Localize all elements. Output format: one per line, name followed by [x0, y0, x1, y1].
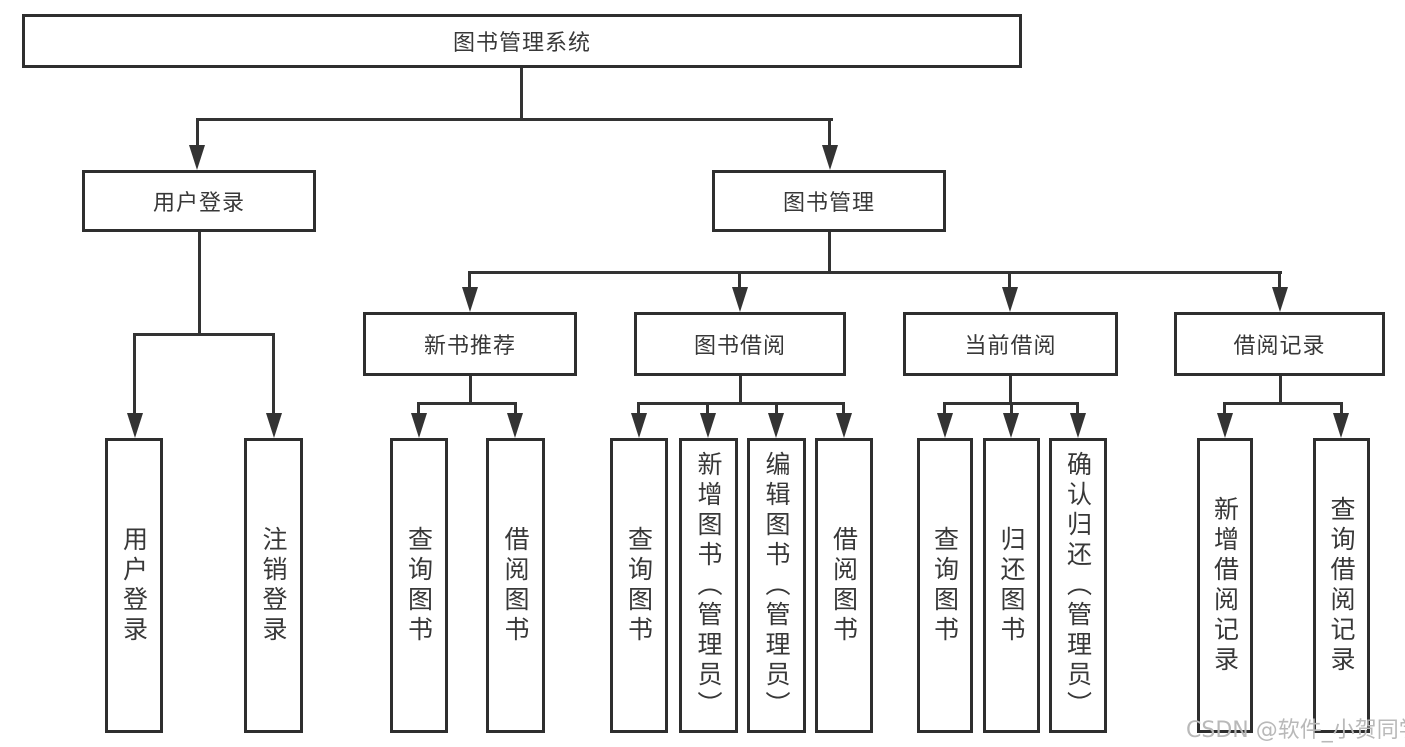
connector-drop	[1223, 402, 1226, 416]
node-current-borrowing: 当前借阅	[903, 312, 1118, 376]
connector-drop	[417, 402, 420, 416]
connector-bookmgmt-stem	[828, 232, 831, 274]
leaf-borrow-books-label: 借阅图书	[829, 525, 859, 646]
arrowhead-down-icon	[937, 413, 953, 438]
arrowhead-down-icon	[127, 413, 143, 438]
leaf-borrow-books: 借阅图书	[815, 438, 873, 733]
leaf-query-books-borrowing: 查询图书	[610, 438, 668, 733]
arrowhead-down-icon	[266, 413, 282, 438]
leaf-borrow-books-recommend: 借阅图书	[486, 438, 545, 733]
leaf-edit-books-admin: 编辑图书（管理员）	[747, 438, 806, 733]
connector-drop-user-login	[196, 118, 199, 148]
connector-bookborrow-rail	[637, 402, 844, 405]
arrowhead-down-icon	[1003, 413, 1019, 438]
node-new-book-recommend: 新书推荐	[363, 312, 577, 376]
connector-records-rail	[1223, 402, 1342, 405]
connector-drop-book-borrow	[738, 271, 741, 289]
connector-bookmgmt-rail	[468, 271, 1282, 274]
connector-currentborrow-stem	[1009, 376, 1012, 404]
arrowhead-down-icon	[1217, 413, 1233, 438]
arrowhead-down-icon	[836, 413, 852, 438]
connector-bookborrow-stem	[739, 376, 742, 404]
leaf-add-borrow-record: 新增借阅记录	[1197, 438, 1253, 733]
node-current-borrowing-label: 当前借阅	[964, 334, 1057, 359]
connector-drop	[943, 402, 946, 416]
connector-drop-current-borrow	[1008, 271, 1011, 289]
connector-drop	[514, 402, 517, 416]
arrowhead-down-icon	[631, 413, 647, 438]
node-root-label: 图书管理系统	[452, 31, 591, 56]
connector-drop-book-mgmt	[828, 118, 831, 148]
node-new-book-recommend-label: 新书推荐	[423, 334, 516, 359]
arrowhead-down-icon	[732, 287, 748, 312]
connector-drop-login-leaf	[133, 333, 136, 415]
connector-records-stem	[1279, 376, 1282, 404]
arrowhead-down-icon	[507, 413, 523, 438]
arrowhead-down-icon	[768, 413, 784, 438]
leaf-logout: 注销登录	[244, 438, 303, 733]
leaf-query-borrow-record: 查询借阅记录	[1313, 438, 1370, 733]
connector-newbook-rail	[417, 402, 517, 405]
csdn-watermark: CSDN @软件_小贺同学	[1186, 718, 1405, 743]
node-root: 图书管理系统	[22, 14, 1022, 68]
leaf-confirm-return-admin-label: 确认归还（管理员）	[1063, 450, 1093, 721]
arrowhead-down-icon	[1070, 413, 1086, 438]
leaf-borrow-books-recommend-label: 借阅图书	[501, 525, 530, 646]
connector-root-rail	[196, 118, 833, 121]
leaf-confirm-return-admin: 确认归还（管理员）	[1049, 438, 1107, 733]
arrowhead-down-icon	[700, 413, 716, 438]
leaf-return-books: 归还图书	[983, 438, 1040, 733]
leaf-edit-books-admin-label: 编辑图书（管理员）	[762, 450, 791, 721]
leaf-return-books-label: 归还图书	[997, 525, 1026, 646]
connector-drop	[706, 402, 709, 416]
node-book-management-module: 图书管理	[712, 170, 946, 232]
connector-userlogin-stem	[198, 232, 201, 336]
leaf-query-books-current-label: 查询图书	[930, 525, 960, 646]
arrowhead-down-icon	[822, 145, 838, 170]
connector-newbook-stem	[469, 376, 472, 404]
connector-drop	[1010, 402, 1013, 416]
connector-drop	[842, 402, 845, 416]
leaf-user-login-label: 用户登录	[119, 525, 149, 646]
leaf-query-borrow-record-label: 查询借阅记录	[1327, 495, 1356, 676]
leaf-add-books-admin-label: 新增图书（管理员）	[694, 450, 723, 721]
arrowhead-down-icon	[1333, 413, 1349, 438]
arrowhead-down-icon	[189, 145, 205, 170]
node-borrowing-records: 借阅记录	[1174, 312, 1385, 376]
connector-userlogin-rail	[133, 333, 275, 336]
leaf-add-books-admin: 新增图书（管理员）	[679, 438, 738, 733]
arrowhead-down-icon	[411, 413, 427, 438]
leaf-query-books-recommend: 查询图书	[390, 438, 448, 733]
arrowhead-down-icon	[1272, 287, 1288, 312]
node-book-borrowing: 图书借阅	[634, 312, 846, 376]
node-user-login-module: 用户登录	[82, 170, 316, 232]
connector-drop	[1340, 402, 1343, 416]
arrowhead-down-icon	[462, 287, 478, 312]
connector-drop-new-books	[468, 271, 471, 289]
leaf-query-books-current: 查询图书	[917, 438, 973, 733]
connector-drop-borrow-records	[1278, 271, 1281, 289]
leaf-add-borrow-record-label: 新增借阅记录	[1210, 495, 1240, 676]
node-book-borrowing-label: 图书借阅	[693, 334, 786, 359]
node-book-management-module-label: 图书管理	[782, 191, 875, 216]
connector-drop	[1076, 402, 1079, 416]
leaf-query-books-borrowing-label: 查询图书	[624, 525, 654, 646]
connector-root-stem	[520, 68, 523, 120]
leaf-logout-label: 注销登录	[259, 525, 288, 646]
connector-drop	[637, 402, 640, 416]
node-borrowing-records-label: 借阅记录	[1233, 334, 1326, 359]
connector-drop	[775, 402, 778, 416]
connector-drop-logout-leaf	[272, 333, 275, 415]
leaf-query-books-recommend-label: 查询图书	[404, 525, 434, 646]
leaf-user-login: 用户登录	[105, 438, 163, 733]
arrowhead-down-icon	[1002, 287, 1018, 312]
node-user-login-module-label: 用户登录	[152, 191, 245, 216]
